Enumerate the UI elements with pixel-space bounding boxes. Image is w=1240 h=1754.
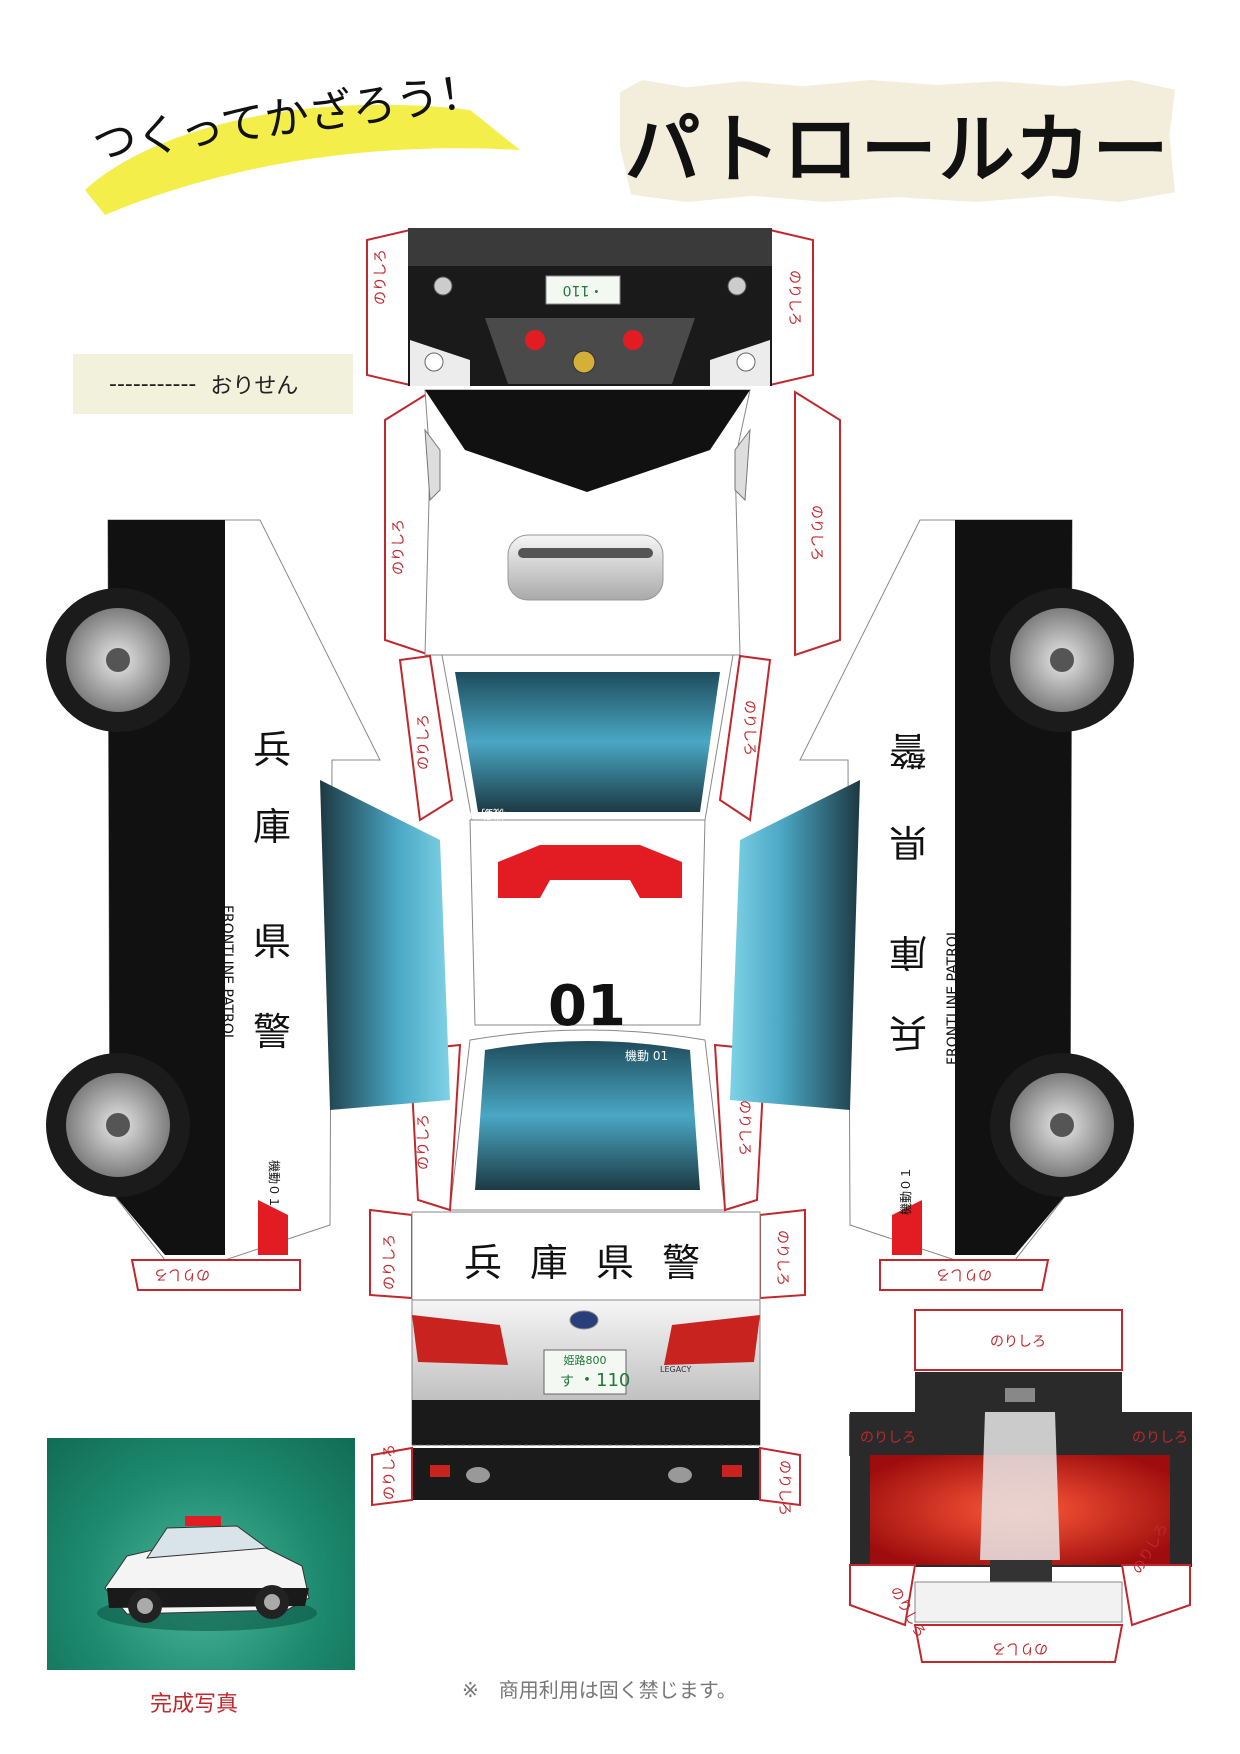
windshield [455, 672, 720, 812]
usage-note: ※ 商用利用は固く禁じます。 [462, 1678, 737, 1702]
left-unit-text: 機動０１ [267, 1160, 282, 1208]
right-side-marker [892, 1200, 922, 1255]
right-door-glass [730, 780, 860, 1110]
finished-photo [47, 1438, 355, 1670]
left-door-glass [320, 780, 450, 1110]
hood-scoop [507, 534, 664, 601]
brand-emblem [569, 1310, 599, 1330]
glue-tab [849, 1564, 917, 1627]
right-kanji-3: 県 [889, 820, 927, 864]
glue-tab [130, 1259, 301, 1291]
rear-banner: 兵 庫 県 警 [464, 1241, 708, 1285]
glue-tab-label: のりしろ [416, 714, 432, 770]
glue-tab-label: のりしろ [382, 1234, 398, 1290]
glue-tab-label: のりしろ [154, 1266, 210, 1282]
front-grille [485, 318, 695, 384]
title-banner [620, 80, 1175, 202]
front-license-plate [545, 275, 621, 305]
glue-tab-label: のりしろ [1132, 1430, 1188, 1446]
glue-tab [879, 1259, 1050, 1291]
right-kanji-2: 庫 [889, 930, 927, 974]
fold-line-legend: ----------- おりせん [73, 354, 353, 414]
cabin-panel: 01 機動 01 機動 01 [398, 654, 772, 1212]
unit-label: 機動 01 [625, 1048, 668, 1063]
glue-tab [371, 1446, 413, 1507]
glue-tab-label: のりしろ [808, 505, 824, 561]
glue-tab-label: のりしろ [382, 1444, 398, 1500]
rear-plate-kana: す [560, 1374, 574, 1390]
left-kanji-4: 警 [253, 1010, 291, 1054]
right-unit-text: 機動０１ [898, 1167, 913, 1215]
left-patrol-text: FRONTLINE PATROL [219, 905, 235, 1042]
glue-tab [794, 390, 841, 657]
rear-window [475, 1041, 700, 1190]
page-title: パトロールカー [624, 105, 1171, 194]
glue-tab [718, 654, 772, 822]
right-side-panel: FRONTLINE PATROL 機動０１ 警 県 庫 兵 [730, 519, 1134, 1291]
left-kanji-1: 兵 [253, 728, 291, 772]
fold-line-sample: ----------- [109, 371, 197, 397]
left-kanji-3: 県 [253, 920, 291, 964]
rear-plate-region: 姫路800 [564, 1353, 607, 1367]
glue-tab-label: のりしろ [741, 700, 757, 756]
glue-tab [398, 654, 454, 822]
rear-lower [412, 1448, 760, 1500]
glue-tab [913, 1624, 1124, 1663]
hood-black-section [425, 390, 750, 492]
glue-tab [914, 1309, 1123, 1371]
right-kanji-4: 警 [889, 728, 927, 772]
slogan-swoosh [85, 104, 520, 215]
roof-number: 01 [548, 974, 626, 1039]
glue-tab-label: のりしろ [776, 1460, 792, 1516]
glue-tab-label: のりしろ [992, 1640, 1048, 1656]
light-bar [498, 845, 682, 898]
glue-tab-label: のりしろ [774, 1230, 790, 1286]
rear-license-plate [543, 1349, 627, 1395]
right-kanji-1: 兵 [889, 1010, 927, 1054]
left-side-panel: FRONTLINE PATROL 機動０１ 兵 庫 県 警 [46, 519, 450, 1291]
front-panel: ・110 [366, 228, 814, 387]
right-tail-light [664, 1315, 760, 1365]
glue-tab [1120, 1564, 1191, 1627]
glue-tab-label: のりしろ [786, 270, 802, 326]
glue-tab-label: のりしろ [860, 1430, 916, 1446]
brand-badge: LEGACY [660, 1365, 691, 1374]
glue-tab-label: のりしろ [936, 1266, 992, 1282]
glue-tab-label: のりしろ [391, 519, 407, 575]
fold-line-label: おりせん [210, 374, 299, 399]
left-tail-light [412, 1315, 508, 1365]
finished-car-illustration [97, 1516, 317, 1631]
hood-panel [384, 389, 841, 657]
glue-tab [759, 1446, 801, 1507]
slogan-ribbon: つくってかざろう！ [85, 66, 520, 215]
trunk-lid [411, 1211, 761, 1301]
rear-panel: 兵 庫 県 警 姫路800 す ・110 LEGACY [369, 1208, 806, 1507]
lightbar-net [849, 1309, 1192, 1663]
rear-plate-number: ・110 [578, 1370, 630, 1391]
glue-tab-label: のりしろ [736, 1100, 752, 1156]
front-plate-number: ・110 [563, 282, 604, 298]
glue-tab-label: のりしろ [416, 1114, 432, 1170]
unit-label-inverted: 機動 01 [462, 807, 505, 822]
glue-tab-label: のりしろ [373, 249, 389, 305]
left-kanji-2: 庫 [253, 805, 291, 849]
glue-tab-label: のりしろ [990, 1334, 1046, 1350]
left-side-marker [258, 1200, 288, 1255]
photo-caption: 完成写真 [150, 1692, 239, 1717]
right-patrol-text: FRONTLINE PATROL [945, 928, 961, 1065]
police-emblem [572, 350, 596, 374]
